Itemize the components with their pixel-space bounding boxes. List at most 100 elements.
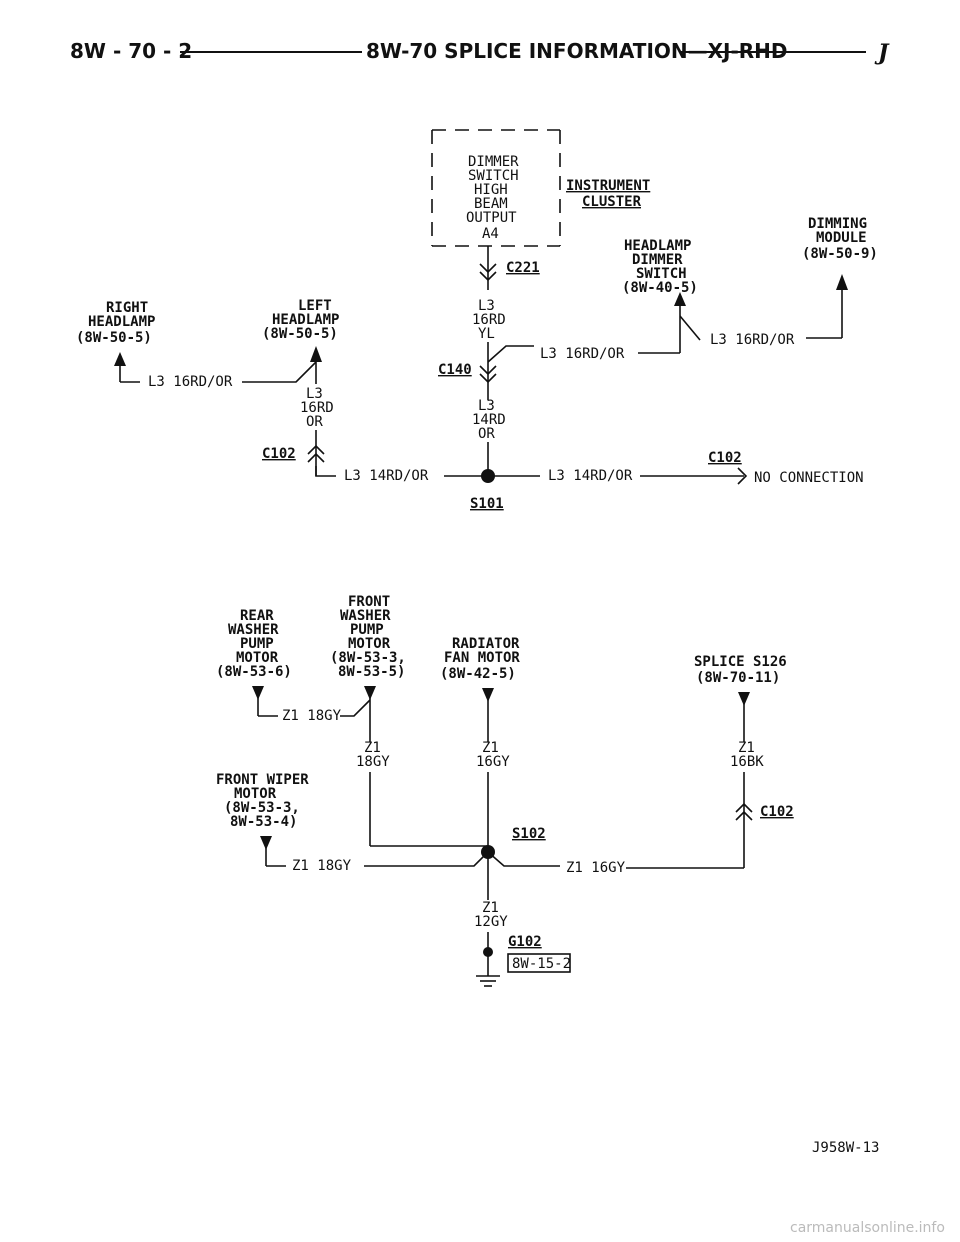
box-line-4: BEAM xyxy=(474,196,508,212)
svg-text:(8W-42-5): (8W-42-5) xyxy=(440,666,516,682)
wire-z1-16gy-vertical: Z1 16GY xyxy=(476,740,510,900)
connector-c102-bottom: C102 xyxy=(735,802,794,821)
svg-text:C102: C102 xyxy=(760,804,794,820)
svg-text:WASHER: WASHER xyxy=(228,622,279,638)
svg-text:16RD: 16RD xyxy=(472,312,506,328)
svg-text:C140: C140 xyxy=(438,362,472,378)
label-z1-16gy: Z1 16GY xyxy=(566,860,626,876)
splice-s102-label: S102 xyxy=(512,826,546,842)
svg-text:G102: G102 xyxy=(508,934,542,950)
svg-text:CLUSTER: CLUSTER xyxy=(582,194,642,210)
svg-text:WASHER: WASHER xyxy=(340,608,391,624)
svg-text:L3: L3 xyxy=(306,386,323,402)
label-z1-18gy-bottom: Z1 18GY xyxy=(292,858,352,874)
svg-text:(8W-70-11): (8W-70-11) xyxy=(696,670,780,686)
svg-text:DIMMER: DIMMER xyxy=(632,252,683,268)
label-l3-16rd-or-center: L3 16RD/OR xyxy=(540,346,625,362)
label-l3-16rd-or-right: L3 16RD/OR xyxy=(710,332,795,348)
svg-text:RIGHT: RIGHT xyxy=(106,300,148,316)
svg-text:Z1: Z1 xyxy=(482,740,499,756)
svg-text:SWITCH: SWITCH xyxy=(636,266,687,282)
box-line-3: HIGH xyxy=(474,182,508,198)
connector-c102-right: C102 xyxy=(708,450,742,466)
ground-reference: 8W-15-2 xyxy=(512,956,571,972)
svg-text:16BK: 16BK xyxy=(730,754,764,770)
svg-text:(8W-53-6): (8W-53-6) xyxy=(216,664,292,680)
svg-text:SPLICE S126: SPLICE S126 xyxy=(694,654,787,670)
svg-text:MOTOR: MOTOR xyxy=(236,650,279,666)
splice-s101-dot xyxy=(481,469,495,483)
svg-text:(8W-53-3,: (8W-53-3, xyxy=(224,800,300,816)
svg-text:OR: OR xyxy=(306,414,323,430)
label-z1-18gy-top: Z1 18GY xyxy=(282,708,342,724)
wire-z1-12gy-vertical: Z1 12GY xyxy=(474,900,508,976)
front-wiper-label: FRONT WIPER MOTOR (8W-53-3, 8W-53-4) xyxy=(216,772,309,830)
box-line-1: DIMMER xyxy=(468,154,519,170)
connector-c102-left: C102 xyxy=(262,444,325,463)
svg-text:LEFT: LEFT xyxy=(298,298,332,314)
radiator-fan-label: RADIATOR FAN MOTOR (8W-42-5) xyxy=(440,636,520,682)
svg-text:RADIATOR: RADIATOR xyxy=(452,636,520,652)
svg-text:DIMMING: DIMMING xyxy=(808,216,867,232)
svg-text:PUMP: PUMP xyxy=(240,636,274,652)
svg-text:8W-53-4): 8W-53-4) xyxy=(230,814,297,830)
front-washer-label: FRONT WASHER PUMP MOTOR (8W-53-3, 8W-53-… xyxy=(330,594,406,680)
splice-s101-label: S101 xyxy=(470,496,504,512)
page-number: 8W - 70 - 2 xyxy=(70,39,192,63)
svg-text:Z1: Z1 xyxy=(364,740,381,756)
label-l3-14rd-or-left: L3 14RD/OR xyxy=(344,468,429,484)
svg-text:C221: C221 xyxy=(506,260,540,276)
svg-text:L3: L3 xyxy=(478,298,495,314)
svg-text:18GY: 18GY xyxy=(356,754,390,770)
svg-text:Z1: Z1 xyxy=(482,900,499,916)
svg-text:MODULE: MODULE xyxy=(816,230,867,246)
wire-z1-16bk-vertical: Z1 16BK xyxy=(730,740,764,868)
connector-c221: C221 xyxy=(479,246,540,290)
wire-l3-16rd-yl: L3 16RD YL xyxy=(472,298,506,342)
svg-text:14RD: 14RD xyxy=(472,412,506,428)
dimming-module-label: DIMMING MODULE (8W-50-9) xyxy=(802,216,878,262)
svg-text:MOTOR: MOTOR xyxy=(234,786,277,802)
wire-l3-16rd-or-vertical: L3 16RD OR xyxy=(300,386,334,476)
svg-text:L3: L3 xyxy=(478,398,495,414)
svg-text:HEADLAMP: HEADLAMP xyxy=(88,314,155,330)
ground-g102: G102 8W-15-2 xyxy=(476,934,571,987)
svg-text:Z1: Z1 xyxy=(738,740,755,756)
svg-text:12GY: 12GY xyxy=(474,914,508,930)
svg-text:(8W-40-5): (8W-40-5) xyxy=(622,280,698,296)
svg-text:16GY: 16GY xyxy=(476,754,510,770)
box-line-2: SWITCH xyxy=(468,168,519,184)
svg-text:16RD: 16RD xyxy=(300,400,334,416)
right-headlamp-label: RIGHT HEADLAMP (8W-50-5) xyxy=(76,300,155,346)
watermark: carmanualsonline.info xyxy=(790,1220,945,1236)
splice-s126-label: SPLICE S126 (8W-70-11) xyxy=(694,654,787,686)
svg-text:(8W-50-5): (8W-50-5) xyxy=(262,326,338,342)
svg-text:FRONT WIPER: FRONT WIPER xyxy=(216,772,309,788)
svg-text:FAN MOTOR: FAN MOTOR xyxy=(444,650,520,666)
label-l3-14rd-or-right: L3 14RD/OR xyxy=(548,468,633,484)
svg-text:MOTOR: MOTOR xyxy=(348,636,391,652)
wire-l3-14rd-or-vertical: L3 14RD OR xyxy=(472,398,506,470)
page-header: 8W - 70 - 2 8W-70 SPLICE INFORMATION—XJ-… xyxy=(70,39,890,66)
label-l3-16rd-or-left: L3 16RD/OR xyxy=(148,374,233,390)
svg-text:FRONT: FRONT xyxy=(348,594,390,610)
svg-text:INSTRUMENT: INSTRUMENT xyxy=(566,178,650,194)
left-headlamp-label: LEFT HEADLAMP (8W-50-5) xyxy=(262,298,339,342)
rear-washer-label: REAR WASHER PUMP MOTOR (8W-53-6) xyxy=(216,608,292,680)
dimmer-switch-box: DIMMER SWITCH HIGH BEAM OUTPUT A4 xyxy=(431,129,561,247)
svg-text:(8W-53-3,: (8W-53-3, xyxy=(330,650,406,666)
svg-text:8W-53-5): 8W-53-5) xyxy=(338,664,405,680)
headlamp-dimmer-label: HEADLAMP DIMMER SWITCH (8W-40-5) xyxy=(622,238,698,296)
svg-text:HEADLAMP: HEADLAMP xyxy=(272,312,339,328)
svg-text:PUMP: PUMP xyxy=(350,622,384,638)
box-line-5: OUTPUT xyxy=(466,210,517,226)
figure-code: J958W-13 xyxy=(812,1140,879,1156)
svg-text:(8W-50-5): (8W-50-5) xyxy=(76,330,152,346)
svg-text:REAR: REAR xyxy=(240,608,274,624)
instrument-cluster-label: INSTRUMENT CLUSTER xyxy=(566,178,650,210)
svg-text:HEADLAMP: HEADLAMP xyxy=(624,238,691,254)
connector-c140: C140 xyxy=(438,342,534,400)
svg-text:(8W-50-9): (8W-50-9) xyxy=(802,246,878,262)
no-connection-label: NO CONNECTION xyxy=(754,470,864,486)
